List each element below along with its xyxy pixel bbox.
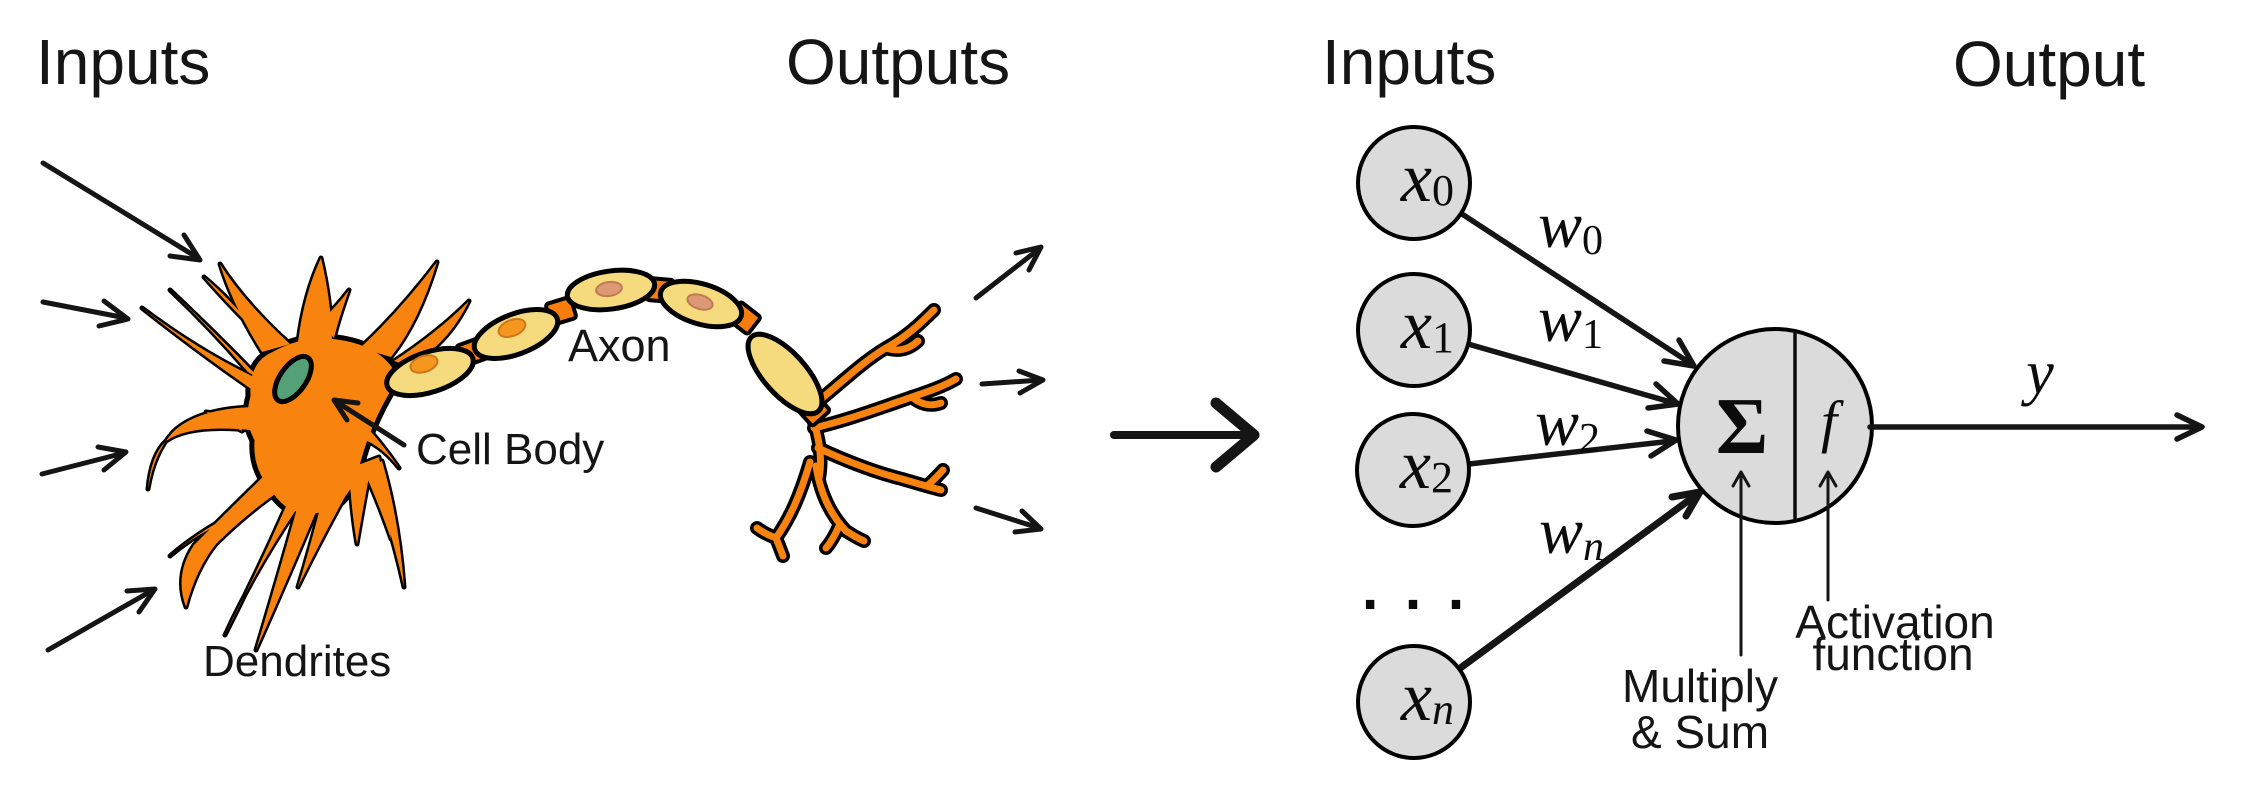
axon-terminal [750,303,963,563]
input-node-subscript: 2 [1431,453,1453,502]
ellipsis-label: · · · [1361,577,1469,633]
activation-pointer-icon [1818,470,1838,488]
neuron-nucleus [272,353,314,405]
weight-subscript: n [1583,524,1604,570]
axon-segments [384,267,825,417]
ann-output-label: Output [1953,28,2145,100]
weight-label-wn: w [1539,495,1583,568]
neuron-unit: Σ f [1676,327,1874,525]
bio-input-arrows [39,160,203,653]
multiply-sum-label-line1: Multiply [1622,660,1778,712]
input-arrow-icon [39,444,129,477]
multiply-sum-label-line2: & Sum [1631,706,1769,758]
activation-annotation: Activation function [1795,470,1995,680]
input-arrow-icon [40,298,131,329]
input-arrow-icon [40,160,203,263]
axon-label: Axon [568,320,671,371]
weight-subscript: 1 [1582,312,1603,358]
segment-nucleus [409,354,439,374]
input-node-x2 [1355,412,1471,528]
weight-label-w2: w [1535,387,1579,460]
input-node-x1 [1356,272,1472,388]
multiply-sum-pointer-icon [1731,470,1751,488]
cell-body-pointer-icon [331,397,361,423]
weight-arrow-icon [1455,488,1704,673]
weight-labels: w 0 w 1 w 2 w n [1535,189,1604,570]
sum-symbol: Σ [1716,383,1768,471]
input-node-subscript: n [1432,685,1454,734]
multiply-sum-annotation: Multiply & Sum [1622,470,1778,758]
axon-segment [745,331,825,417]
cell-body-label: Cell Body [416,425,604,474]
activation-label-line2: function [1812,628,1973,680]
weight-arrows [1455,211,1704,673]
input-nodes: x 0 x 1 x 2 · · · x n [1355,125,1472,760]
axon-segment [384,345,476,399]
activation-label-line1: Activation [1795,596,1994,648]
segment-nucleus [497,318,527,338]
transform-arrow-icon [1110,397,1260,473]
input-node-label: x [1400,140,1432,217]
weight-subscript: 0 [1582,218,1603,264]
input-node-subscript: 1 [1432,313,1454,362]
output-arrow-icon [973,505,1044,535]
output-variable-label: y [2020,339,2054,407]
weight-label-w1: w [1538,283,1582,356]
weight-label-w0: w [1538,189,1582,262]
biological-neuron-panel: Inputs Outputs [36,26,1046,686]
segment-nucleus [595,280,623,298]
weight-arrow-icon [1465,341,1681,411]
input-node-label: x [1399,427,1431,504]
bio-outputs-label: Outputs [786,26,1010,98]
cell-body-annotation: Cell Body [331,397,604,474]
output-arrow-icon [979,368,1046,396]
ann-inputs-label: Inputs [1322,26,1496,98]
output-arrowhead-icon [2174,412,2205,442]
neuron-illustration [139,255,963,653]
bio-output-arrows [973,244,1046,535]
weight-subscript: 2 [1579,416,1600,462]
input-node-subscript: 0 [1432,166,1454,215]
weight-arrow-icon [1466,428,1679,467]
input-node-label: x [1400,659,1432,736]
sum-unit-circle [1676,327,1874,525]
segment-nucleus [686,293,714,311]
bio-inputs-label: Inputs [36,26,210,98]
artificial-neuron-panel: Inputs Output x 0 [1322,26,2205,760]
input-node-label: x [1400,287,1432,364]
dendrites-label: Dendrites [203,637,391,686]
input-arrow-icon [45,586,158,653]
ann-output-arrow: y [1867,339,2205,442]
dendrite-fill-pass [142,258,469,650]
output-arrow-icon [973,244,1044,301]
weight-arrow-icon [1459,211,1697,369]
input-node-x0 [1356,125,1472,241]
input-node-xn [1356,644,1472,760]
